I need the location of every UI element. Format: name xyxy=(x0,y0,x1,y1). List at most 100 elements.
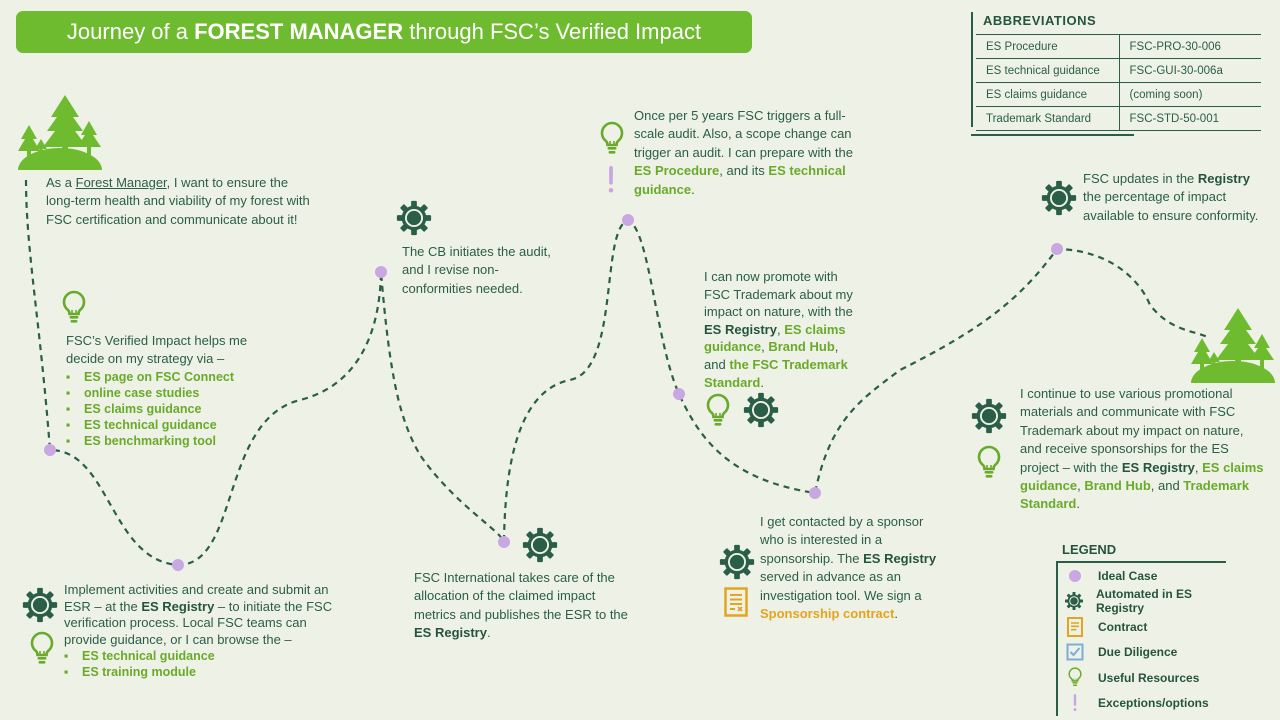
text: . xyxy=(691,181,695,197)
legend-label: Automated in ES Registry xyxy=(1096,587,1193,616)
abbreviations-title: ABBREVIATIONS xyxy=(983,13,1097,28)
abbr-term: ES claims guidance xyxy=(976,82,1120,107)
text: Implement activities and create and subm… xyxy=(64,582,329,614)
text: , and xyxy=(1150,478,1184,494)
abbr-code: FSC-GUI-30-006a xyxy=(1119,58,1261,83)
text: Once per 5 years FSC triggers a full-sca… xyxy=(634,108,853,160)
list-item[interactable]: ES claims guidance xyxy=(66,401,266,417)
es-claims-guidance-link[interactable]: ES claims guidance xyxy=(704,321,846,355)
text: , and xyxy=(704,339,839,372)
text: I can now promote with FSC Trademark abo… xyxy=(704,269,853,320)
brand-hub-link[interactable]: Brand Hub xyxy=(1084,478,1151,494)
bulb-icon xyxy=(30,631,54,667)
es-registry-link[interactable]: ES Registry xyxy=(863,550,937,566)
brand-hub-link[interactable]: Brand Hub xyxy=(768,339,835,355)
ideal-case-dot xyxy=(44,444,56,456)
abbr-code: FSC-PRO-30-006 xyxy=(1119,34,1261,59)
table-row: ES claims guidance(coming soon) xyxy=(976,82,1261,107)
forest-trees-icon xyxy=(1188,308,1278,383)
step-forest-manager-goal: As a Forest Manager, I want to ensure th… xyxy=(46,174,316,229)
es-procedure-link[interactable]: ES Procedure xyxy=(634,163,720,179)
legend-label: Ideal Case xyxy=(1098,568,1158,583)
legend-label: Due Diligence xyxy=(1098,645,1178,660)
page-title: Journey of a FOREST MANAGER through FSC’… xyxy=(16,11,752,53)
step-sponsor-contact: I get contacted by a sponsor who is inte… xyxy=(760,513,950,623)
text: FSC’s Verified Impact helps me decide on… xyxy=(66,333,248,367)
abbr-code: FSC-STD-50-001 xyxy=(1119,106,1261,131)
text: . xyxy=(486,625,491,641)
resource-list: ES page on FSC Connect online case studi… xyxy=(66,369,266,449)
step-cb-audit: The CB initiates the audit, and I revise… xyxy=(402,244,551,296)
text: . xyxy=(1076,496,1080,512)
exclamation-icon xyxy=(606,166,616,194)
text: – to initiate the FSC verification proce… xyxy=(64,598,333,647)
contract-icon xyxy=(724,587,748,617)
contract-icon xyxy=(1064,616,1086,638)
text: . xyxy=(760,374,764,390)
bulb-icon xyxy=(600,121,624,157)
title-prefix: Journey of a xyxy=(66,19,195,44)
legend-label: Useful Resources xyxy=(1098,670,1200,685)
text: , xyxy=(1194,459,1203,475)
es-registry-link[interactable]: ES Registry xyxy=(704,321,777,337)
forest-manager-link[interactable]: Forest Manager xyxy=(75,175,167,190)
list-item[interactable]: ES training module xyxy=(64,664,346,680)
abbr-term: ES technical guidance xyxy=(976,58,1120,83)
sponsorship-contract-link[interactable]: Sponsorship contract xyxy=(760,606,895,622)
legend-item: Exceptions/options xyxy=(1058,691,1226,717)
legend-item: Ideal Case xyxy=(1058,563,1226,589)
list-item[interactable]: online case studies xyxy=(66,385,266,401)
ideal-case-dot xyxy=(375,266,387,278)
checkbox-icon xyxy=(1064,641,1086,663)
step-fsc-international-publish: FSC International takes care of the allo… xyxy=(414,569,630,643)
trademark-standard-link[interactable]: Trademark Standard xyxy=(1020,478,1250,512)
ideal-case-dot xyxy=(172,559,184,571)
text: As a xyxy=(46,175,76,190)
text: I get contacted by a sponsor who is inte… xyxy=(760,514,924,566)
gear-icon xyxy=(742,391,780,429)
gear-icon xyxy=(970,397,1008,435)
ideal-case-dot xyxy=(673,388,685,400)
trademark-standard-link[interactable]: the FSC Trademark Standard xyxy=(704,356,848,390)
forest-trees-icon xyxy=(15,95,105,170)
ideal-case-dot xyxy=(498,536,510,548)
title-bold: FOREST MANAGER xyxy=(194,19,404,44)
gear-icon xyxy=(21,586,59,624)
gear-icon xyxy=(1040,179,1078,217)
text: the percentage of impact available to en… xyxy=(1083,189,1259,223)
step-verified-impact-strategy: FSC’s Verified Impact helps me decide on… xyxy=(66,332,266,449)
list-item[interactable]: ES benchmarking tool xyxy=(66,433,266,449)
list-item[interactable]: ES page on FSC Connect xyxy=(66,369,266,385)
step-registry-update: FSC updates in the Registry the percenta… xyxy=(1083,170,1263,225)
step-full-scale-audit: Once per 5 years FSC triggers a full-sca… xyxy=(634,107,870,199)
exclamation-icon xyxy=(1064,692,1086,714)
abbr-term: ES Procedure xyxy=(976,34,1120,59)
text: served in advance as an investigation to… xyxy=(760,569,922,603)
legend-label: Contract xyxy=(1098,619,1148,634)
es-technical-guidance-link[interactable]: ES technical guidance xyxy=(634,163,846,197)
text: I continue to use various promotional ma… xyxy=(1020,386,1244,475)
resource-list: ES technical guidance ES training module xyxy=(64,648,346,680)
gear-icon xyxy=(1064,590,1084,612)
legend-item: Automated in ES Registry xyxy=(1058,587,1226,616)
es-registry-link[interactable]: ES Registry xyxy=(1121,459,1195,475)
gear-icon xyxy=(521,526,559,564)
abbr-term: Trademark Standard xyxy=(976,106,1120,131)
legend-title: LEGEND xyxy=(1056,540,1226,563)
es-registry-link[interactable]: ES Registry xyxy=(414,625,487,641)
bulb-icon xyxy=(62,290,86,326)
bulb-icon xyxy=(706,393,730,429)
registry-link[interactable]: Registry xyxy=(1197,171,1250,186)
bulb-icon xyxy=(1064,667,1086,689)
text: , xyxy=(1077,478,1085,494)
legend: LEGEND Ideal Case Automated in ES Regist… xyxy=(1056,540,1226,716)
list-item[interactable]: ES technical guidance xyxy=(64,648,346,664)
step-promote-trademark: I can now promote with FSC Trademark abo… xyxy=(704,268,854,391)
es-claims-guidance-link[interactable]: ES claims guidance xyxy=(1020,459,1264,494)
list-item[interactable]: ES technical guidance xyxy=(66,417,266,433)
es-registry-link[interactable]: ES Registry xyxy=(141,598,215,614)
legend-item: Contract xyxy=(1058,614,1226,640)
